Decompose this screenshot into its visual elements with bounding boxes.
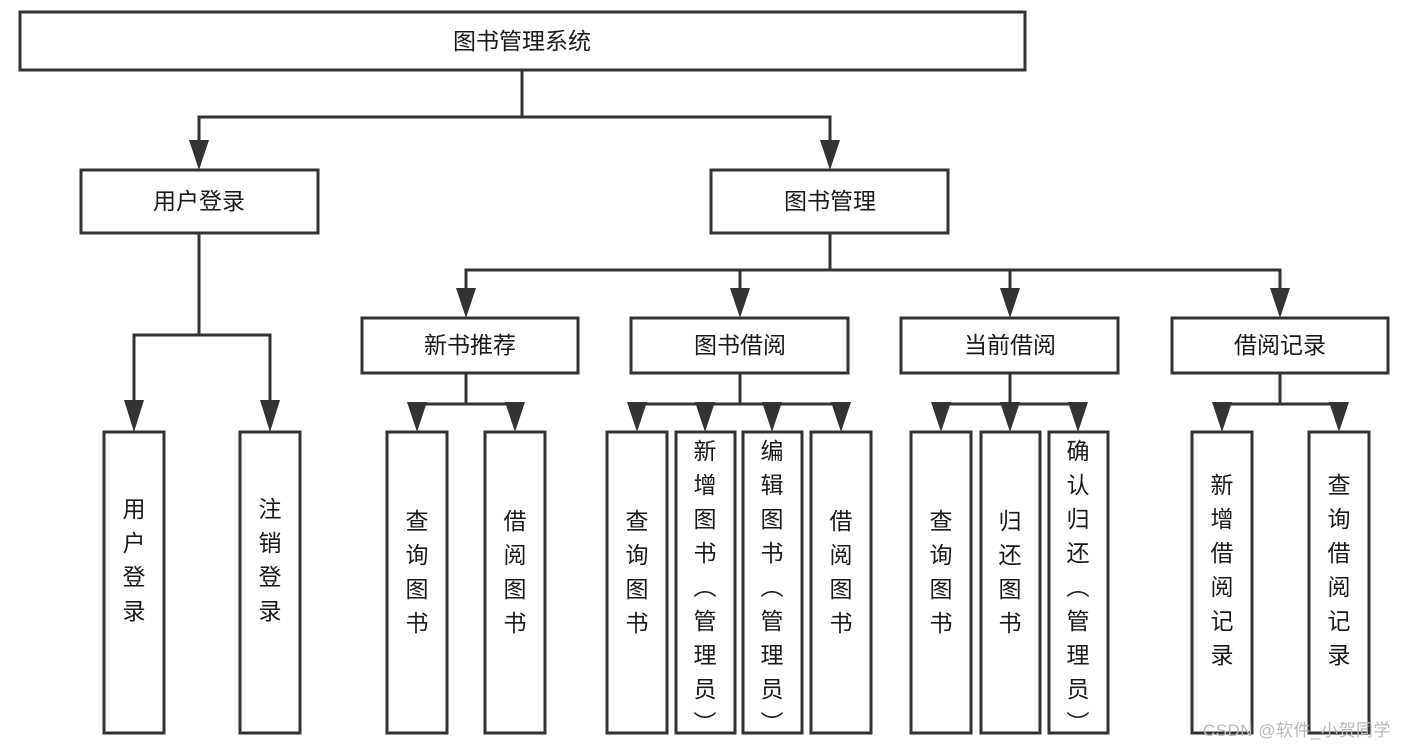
leaf-confirm-return-box[interactable] bbox=[1047, 430, 1110, 735]
node-book-borrow-box[interactable] bbox=[629, 316, 850, 375]
node-borrow-record-box[interactable] bbox=[1170, 316, 1390, 375]
leaf-query-book-1[interactable]: 查询图书 bbox=[385, 430, 449, 735]
leaf-borrow-book-2-label: 借阅图书 bbox=[830, 508, 853, 636]
leaf-borrow-book-1[interactable]: 借阅图书 bbox=[483, 430, 547, 735]
leaf-borrow-book-2-box[interactable] bbox=[809, 430, 873, 735]
leaf-query-book-3-box[interactable] bbox=[909, 430, 973, 735]
leaf-query-book-1-box[interactable] bbox=[385, 430, 449, 735]
leaf-query-record-box[interactable] bbox=[1307, 430, 1371, 735]
node-new-book-recommend[interactable]: 新书推荐 bbox=[360, 316, 580, 375]
leaf-query-book-1-label: 查询图书 bbox=[406, 508, 429, 636]
leaf-query-book-2-label: 查询图书 bbox=[626, 508, 649, 636]
leaf-borrow-book-1-box[interactable] bbox=[483, 430, 547, 735]
arrow-leaf-add-record bbox=[1212, 402, 1232, 432]
leaf-logout-box[interactable] bbox=[238, 430, 302, 735]
node-current-borrow-label: 当前借阅 bbox=[964, 332, 1056, 358]
arrow-leaf-add-book bbox=[695, 402, 715, 432]
leaf-edit-book-box[interactable] bbox=[741, 430, 804, 735]
connector-layer bbox=[124, 68, 1349, 432]
leaf-confirm-return-label: 确认归还︵管理员︶ bbox=[1067, 438, 1090, 736]
arrow-leaf-edit-book bbox=[762, 402, 782, 432]
node-user-login-label: 用户登录 bbox=[153, 188, 245, 214]
node-user-login-box[interactable] bbox=[79, 168, 320, 235]
node-root-box[interactable] bbox=[18, 10, 1027, 72]
leaf-return-book-label: 归还图书 bbox=[999, 508, 1022, 636]
arrow-current-borrow bbox=[1000, 288, 1020, 318]
node-borrow-record[interactable]: 借阅记录 bbox=[1170, 316, 1390, 375]
leaf-logout-label: 注销登录 bbox=[259, 496, 282, 624]
leaf-confirm-return[interactable]: 确认归还︵管理员︶ bbox=[1047, 430, 1110, 736]
leaf-add-record[interactable]: 新增借阅记录 bbox=[1190, 430, 1254, 735]
leaf-borrow-book-2[interactable]: 借阅图书 bbox=[809, 430, 873, 735]
node-new-book-recommend-label: 新书推荐 bbox=[424, 332, 516, 358]
leaf-add-record-box[interactable] bbox=[1190, 430, 1254, 735]
leaf-borrow-book-1-label: 借阅图书 bbox=[504, 508, 527, 636]
arrow-borrow-record bbox=[1270, 288, 1290, 318]
node-book-borrow-label: 图书借阅 bbox=[694, 332, 786, 358]
leaf-query-record-label: 查询借阅记录 bbox=[1328, 472, 1351, 668]
leaf-add-book[interactable]: 新增图书︵管理员︶ bbox=[674, 430, 737, 736]
csdn-watermark: CSDN @软件_小贺同学 bbox=[1202, 721, 1391, 740]
arrow-leaf-borrow-book-1 bbox=[505, 402, 525, 432]
node-user-login[interactable]: 用户登录 bbox=[79, 168, 320, 235]
node-new-book-recommend-box[interactable] bbox=[360, 316, 580, 375]
arrow-leaf-return-book bbox=[1000, 402, 1020, 432]
leaf-logout[interactable]: 注销登录 bbox=[238, 430, 302, 735]
leaf-return-book[interactable]: 归还图书 bbox=[979, 430, 1042, 735]
node-book-borrow[interactable]: 图书借阅 bbox=[629, 316, 850, 375]
leaf-user-login-box[interactable] bbox=[102, 430, 166, 735]
leaf-edit-book-label: 编辑图书︵管理员︶ bbox=[761, 438, 784, 736]
arrow-book-manage bbox=[820, 140, 840, 170]
node-current-borrow[interactable]: 当前借阅 bbox=[899, 316, 1120, 375]
node-book-manage-label: 图书管理 bbox=[784, 188, 876, 214]
arrow-leaf-user-login bbox=[124, 400, 144, 432]
arrow-leaf-query-record bbox=[1329, 402, 1349, 432]
arrow-leaf-confirm-return bbox=[1068, 402, 1088, 432]
leaf-query-record[interactable]: 查询借阅记录 bbox=[1307, 430, 1371, 735]
leaf-query-book-2[interactable]: 查询图书 bbox=[605, 430, 669, 735]
leaf-add-book-box[interactable] bbox=[674, 430, 737, 735]
arrow-leaf-borrow-book-2 bbox=[831, 402, 851, 432]
leaf-user-login-label: 用户登录 bbox=[123, 496, 146, 624]
leaf-edit-book[interactable]: 编辑图书︵管理员︶ bbox=[741, 430, 804, 736]
leaf-query-book-2-box[interactable] bbox=[605, 430, 669, 735]
leaf-add-book-label: 新增图书︵管理员︶ bbox=[694, 438, 717, 736]
arrow-leaf-logout bbox=[260, 400, 280, 432]
node-book-manage-box[interactable] bbox=[709, 168, 950, 235]
arrow-leaf-query-book-1 bbox=[407, 402, 427, 432]
node-current-borrow-box[interactable] bbox=[899, 316, 1120, 375]
arrow-leaf-query-book-3 bbox=[931, 402, 951, 432]
arrow-new-book-recommend bbox=[456, 288, 476, 318]
leaf-query-book-3-label: 查询图书 bbox=[930, 508, 953, 636]
leaf-user-login[interactable]: 用户登录 bbox=[102, 430, 166, 735]
leaf-query-book-3[interactable]: 查询图书 bbox=[909, 430, 973, 735]
node-root-label: 图书管理系统 bbox=[453, 28, 591, 54]
leaf-add-record-label: 新增借阅记录 bbox=[1211, 472, 1234, 668]
node-book-manage[interactable]: 图书管理 bbox=[709, 168, 950, 235]
arrow-leaf-query-book-2 bbox=[627, 402, 647, 432]
leaf-return-book-box[interactable] bbox=[979, 430, 1042, 735]
node-borrow-record-label: 借阅记录 bbox=[1234, 332, 1326, 358]
arrow-user-login bbox=[189, 140, 209, 170]
node-root[interactable]: 图书管理系统 bbox=[18, 10, 1027, 72]
arrow-book-borrow bbox=[730, 288, 750, 318]
